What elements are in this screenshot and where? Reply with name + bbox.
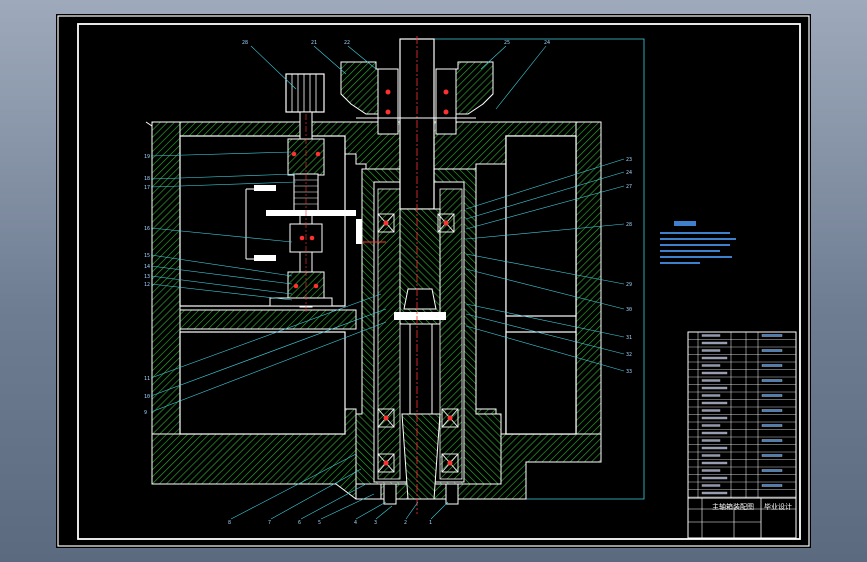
svg-text:13: 13	[144, 274, 150, 280]
svg-text:15: 15	[144, 253, 150, 259]
top-pulley-assembly	[340, 61, 494, 135]
svg-text:23: 23	[626, 157, 632, 163]
svg-text:12: 12	[144, 282, 150, 288]
svg-text:3: 3	[374, 520, 377, 526]
svg-text:24: 24	[544, 40, 550, 46]
svg-text:22: 22	[344, 40, 350, 46]
svg-text:33: 33	[626, 369, 632, 375]
reference-frame-line	[401, 38, 645, 500]
motor-gear-shaft	[245, 73, 386, 314]
svg-text:31: 31	[626, 335, 632, 341]
svg-text:24: 24	[626, 170, 632, 176]
svg-text:10: 10	[144, 394, 150, 400]
svg-text:7: 7	[268, 520, 271, 526]
svg-text:28: 28	[242, 40, 248, 46]
svg-text:18: 18	[144, 176, 150, 182]
svg-text:28: 28	[626, 222, 632, 228]
svg-text:32: 32	[626, 352, 632, 358]
svg-text:5: 5	[318, 520, 321, 526]
svg-text:1: 1	[429, 520, 432, 526]
drawing-title: 主轴箱装配图	[712, 502, 754, 511]
svg-text:11: 11	[144, 376, 150, 382]
leader-lines	[150, 45, 625, 520]
technical-requirements-note	[660, 221, 736, 264]
svg-text:9: 9	[144, 410, 147, 416]
svg-text:21: 21	[311, 40, 317, 46]
svg-text:30: 30	[626, 307, 632, 313]
svg-text:6: 6	[298, 520, 301, 526]
svg-text:19: 19	[144, 154, 150, 160]
svg-text:27: 27	[626, 184, 632, 190]
svg-text:17: 17	[144, 185, 150, 191]
svg-text:14: 14	[144, 264, 150, 270]
svg-text:8: 8	[228, 520, 231, 526]
svg-text:25: 25	[504, 40, 510, 46]
svg-text:16: 16	[144, 226, 150, 232]
inner-frame	[77, 23, 801, 540]
svg-text:29: 29	[626, 282, 632, 288]
svg-text:2: 2	[404, 520, 407, 526]
parts-list-table: 主轴箱装配图 毕业设计	[687, 331, 797, 539]
svg-text:4: 4	[354, 520, 357, 526]
outer-border	[57, 15, 810, 547]
spindle-assembly	[355, 36, 502, 514]
design-note: 毕业设计	[764, 502, 792, 511]
